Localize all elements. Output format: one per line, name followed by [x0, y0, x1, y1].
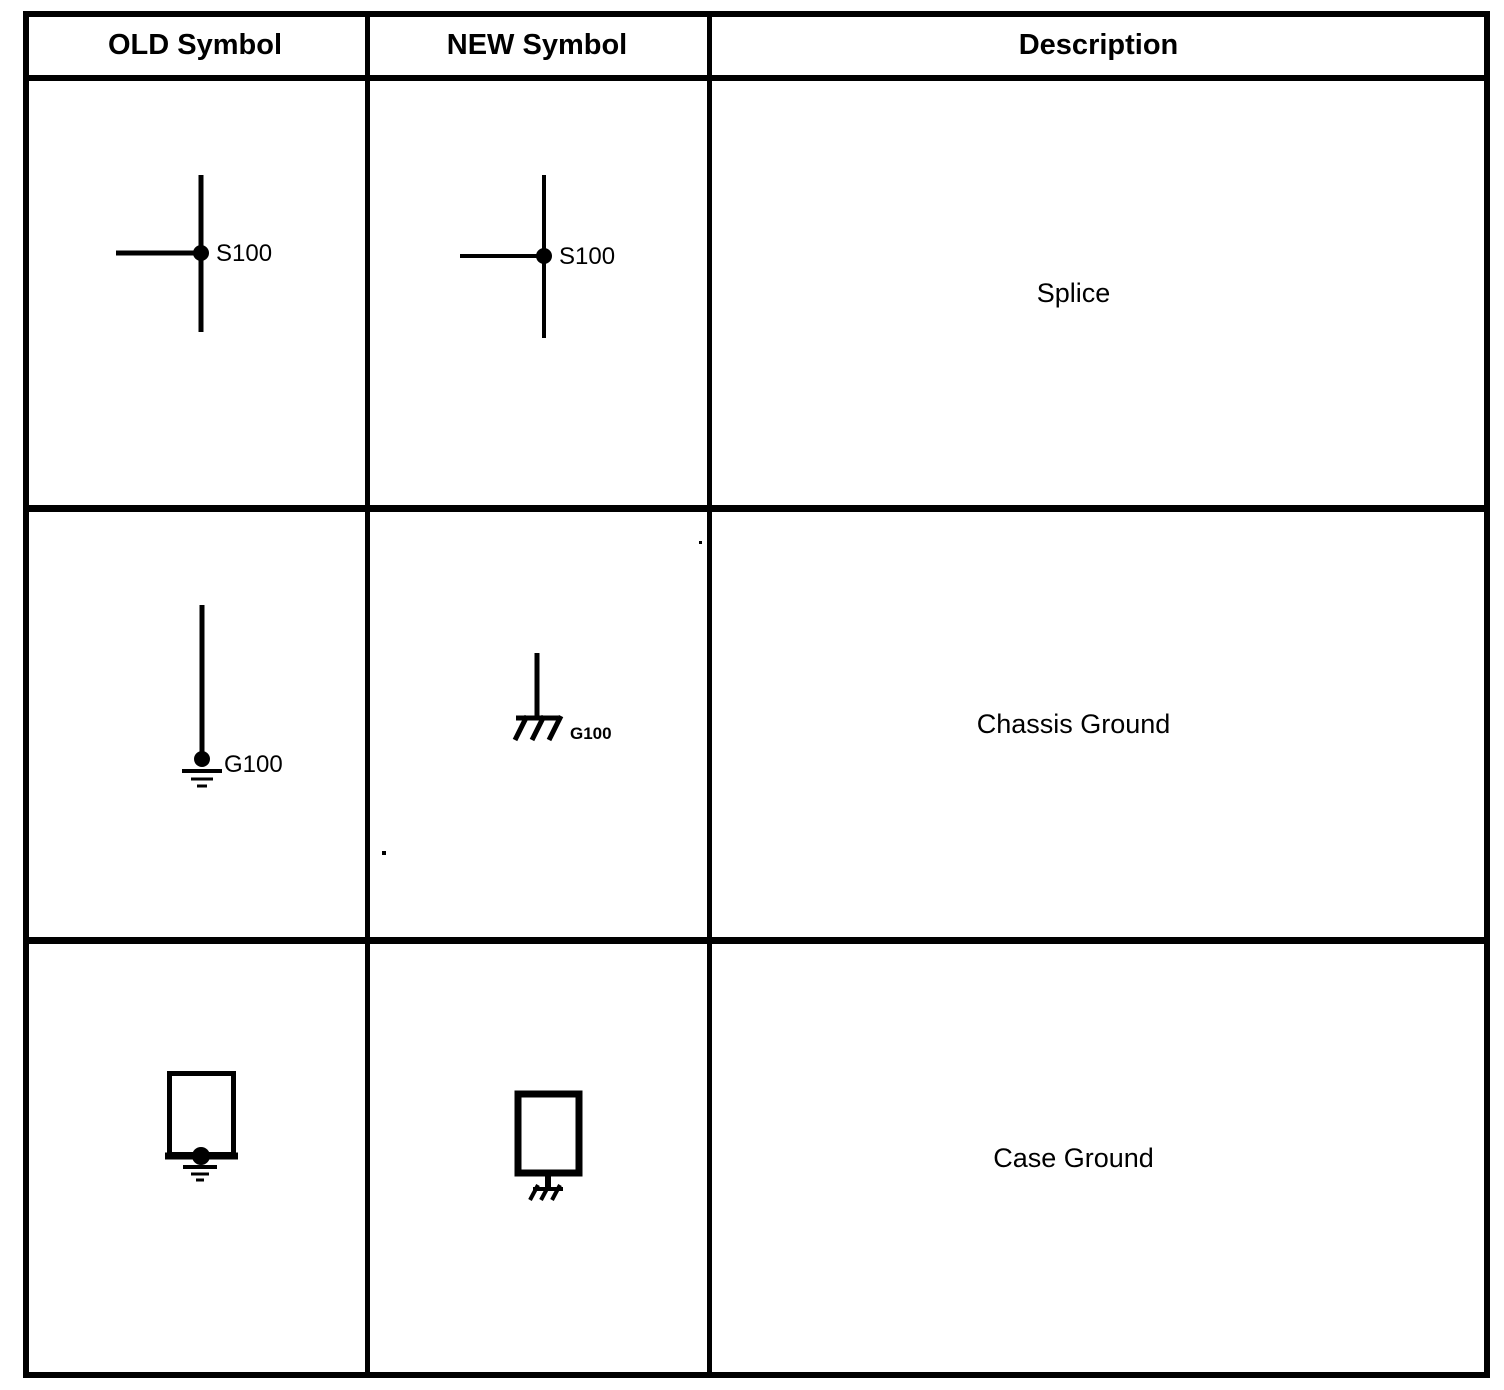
old-chassis-ground-id-label: G100 [224, 751, 283, 778]
new-splice-id-label: S100 [559, 243, 616, 270]
old-chassis-ground-symbol [182, 605, 222, 788]
header-old-symbol-label: OLD Symbol [107, 28, 282, 61]
description-cell-case-ground: Case Ground [707, 944, 1490, 1372]
row-divider-2 [23, 937, 1490, 944]
row-divider-1 [23, 505, 1490, 512]
header-old-symbol: OLD Symbol [23, 11, 367, 79]
table-outer-border [23, 11, 1490, 1378]
column-divider-new-description [707, 11, 712, 1378]
header-description: Description [707, 11, 1490, 79]
description-splice: Splice [1036, 277, 1111, 308]
stray-mark [699, 541, 702, 544]
header-row-divider [23, 75, 1490, 81]
old-case-ground-symbol [165, 1071, 238, 1182]
new-chassis-ground-id-label: G100 [570, 724, 612, 743]
new-case-ground-symbol [514, 1090, 583, 1201]
description-case-ground: Case Ground [993, 1142, 1154, 1173]
stray-mark [382, 851, 386, 855]
header-description-label: Description [1018, 28, 1179, 61]
column-divider-old-new [365, 11, 370, 1378]
description-cell-chassis-ground: Chassis Ground [707, 512, 1490, 937]
header-new-symbol-label: NEW Symbol [446, 28, 628, 61]
description-cell-splice: Splice [707, 81, 1490, 505]
old-splice-symbol [116, 175, 209, 332]
new-chassis-ground-symbol [512, 653, 564, 742]
old-splice-id-label: S100 [216, 240, 273, 267]
header-new-symbol: NEW Symbol [367, 11, 707, 79]
description-chassis-ground: Chassis Ground [976, 709, 1171, 739]
new-splice-symbol [460, 175, 552, 338]
